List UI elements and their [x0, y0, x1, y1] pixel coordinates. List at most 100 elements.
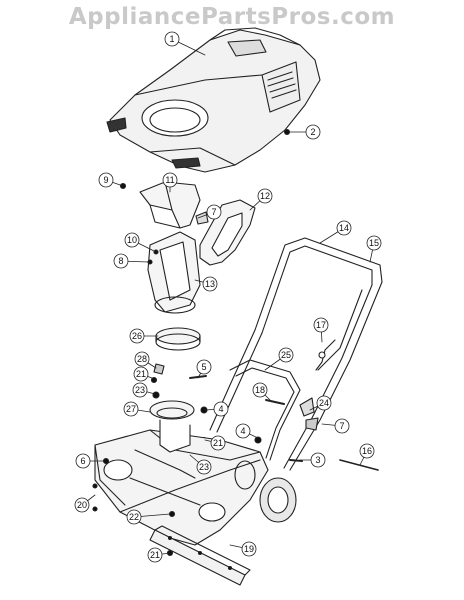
callout-number: 10: [127, 235, 137, 245]
rod-16: [339, 459, 379, 471]
callout-circle: [162, 172, 178, 188]
bolt-3: [289, 459, 303, 462]
callout-15: 15: [366, 235, 382, 263]
callout-18: 18: [252, 382, 271, 401]
callout-number: 24: [319, 398, 329, 408]
callout-circle: [196, 359, 212, 375]
callout-number: 28: [137, 354, 147, 364]
callout-circle: [210, 435, 226, 451]
callout-circle: [133, 366, 149, 382]
callout-13: 13: [194, 276, 218, 292]
callout-28: 28: [134, 351, 157, 369]
callout-number: 23: [135, 385, 145, 395]
callout-number: 18: [255, 385, 265, 395]
callout-number: 16: [362, 446, 372, 456]
callout-7: 7: [321, 418, 350, 434]
callout-circle: [98, 172, 114, 188]
watermark: AppliancePartsPros.com: [68, 4, 396, 30]
chute-deflector-frame: [199, 199, 256, 266]
callout-circle: [126, 509, 142, 525]
callout-number: 13: [205, 279, 215, 289]
callout-circle: [366, 235, 382, 251]
callout-circle: [305, 124, 321, 140]
callout-number: 21: [150, 550, 160, 560]
cable-clip-17: [318, 351, 326, 359]
screw-20-a: [92, 483, 98, 489]
callout-number: 23: [199, 462, 209, 472]
callout-1: 1: [164, 31, 206, 56]
callout-number: 25: [281, 350, 291, 360]
bolt-5: [189, 375, 207, 379]
callout-number: 17: [316, 320, 326, 330]
callout-number: 19: [244, 544, 254, 554]
callout-circle: [147, 547, 163, 563]
callout-number: 7: [211, 207, 216, 217]
callout-circle: [213, 401, 229, 417]
callout-24: 24: [309, 395, 332, 411]
callout-circle: [316, 395, 332, 411]
callout-circle: [124, 232, 140, 248]
callout-circle: [134, 351, 150, 367]
auger-housing: [94, 419, 269, 546]
nut-21-upper: [150, 376, 158, 384]
callout-21: 21: [133, 366, 153, 382]
callout-number: 21: [136, 369, 146, 379]
handle-assembly: [209, 237, 383, 471]
callout-number: 6: [80, 456, 85, 466]
callout-23: 23: [132, 382, 156, 398]
callout-20: 20: [74, 494, 96, 513]
screw-8: [147, 259, 153, 265]
callout-number: 8: [118, 256, 123, 266]
callout-circle: [252, 382, 268, 398]
screw-20-b: [92, 506, 98, 512]
callout-3: 3: [299, 452, 326, 468]
callout-7: 7: [197, 204, 222, 220]
callout-23: 23: [189, 454, 212, 475]
callout-circle: [310, 452, 326, 468]
callout-circle: [241, 541, 257, 557]
callout-circle: [202, 276, 218, 292]
callout-26: 26: [129, 328, 159, 344]
callout-4: 4: [204, 401, 229, 417]
callout-22: 22: [126, 509, 171, 525]
scraper-bar: [149, 525, 251, 586]
callout-number: 20: [77, 500, 87, 510]
callout-number: 4: [218, 404, 223, 414]
callout-circle: [74, 497, 90, 513]
callout-number: 2: [310, 127, 315, 137]
callout-number: 26: [132, 331, 142, 341]
callout-number: 27: [126, 404, 136, 414]
callout-21: 21: [147, 547, 171, 563]
callout-number: 14: [339, 223, 349, 233]
bolt-18: [265, 399, 285, 405]
callout-2: 2: [289, 124, 321, 140]
callout-circle: [278, 347, 294, 363]
callout-circle: [75, 453, 91, 469]
callout-circle: [313, 317, 329, 333]
callout-circle: [113, 253, 129, 269]
callout-number: 21: [213, 438, 223, 448]
chute-ring-gear: [155, 327, 201, 351]
callout-circle: [235, 423, 251, 439]
callout-circle: [196, 459, 212, 475]
callout-number: 7: [339, 421, 344, 431]
callout-circle: [164, 31, 180, 47]
wheel: [234, 460, 297, 523]
callout-number: 9: [103, 175, 108, 185]
callout-27: 27: [123, 401, 151, 417]
callout-number: 15: [369, 238, 379, 248]
callout-17: 17: [313, 317, 329, 343]
callout-5: 5: [196, 359, 212, 379]
callout-circle: [206, 204, 222, 220]
callout-number: 3: [315, 455, 320, 465]
callout-number: 5: [201, 362, 206, 372]
callout-8: 8: [113, 253, 149, 269]
callout-circle: [129, 328, 145, 344]
callout-12: 12: [249, 188, 273, 211]
callout-circle: [336, 220, 352, 236]
callout-circle: [334, 418, 350, 434]
callout-21: 21: [204, 435, 226, 451]
